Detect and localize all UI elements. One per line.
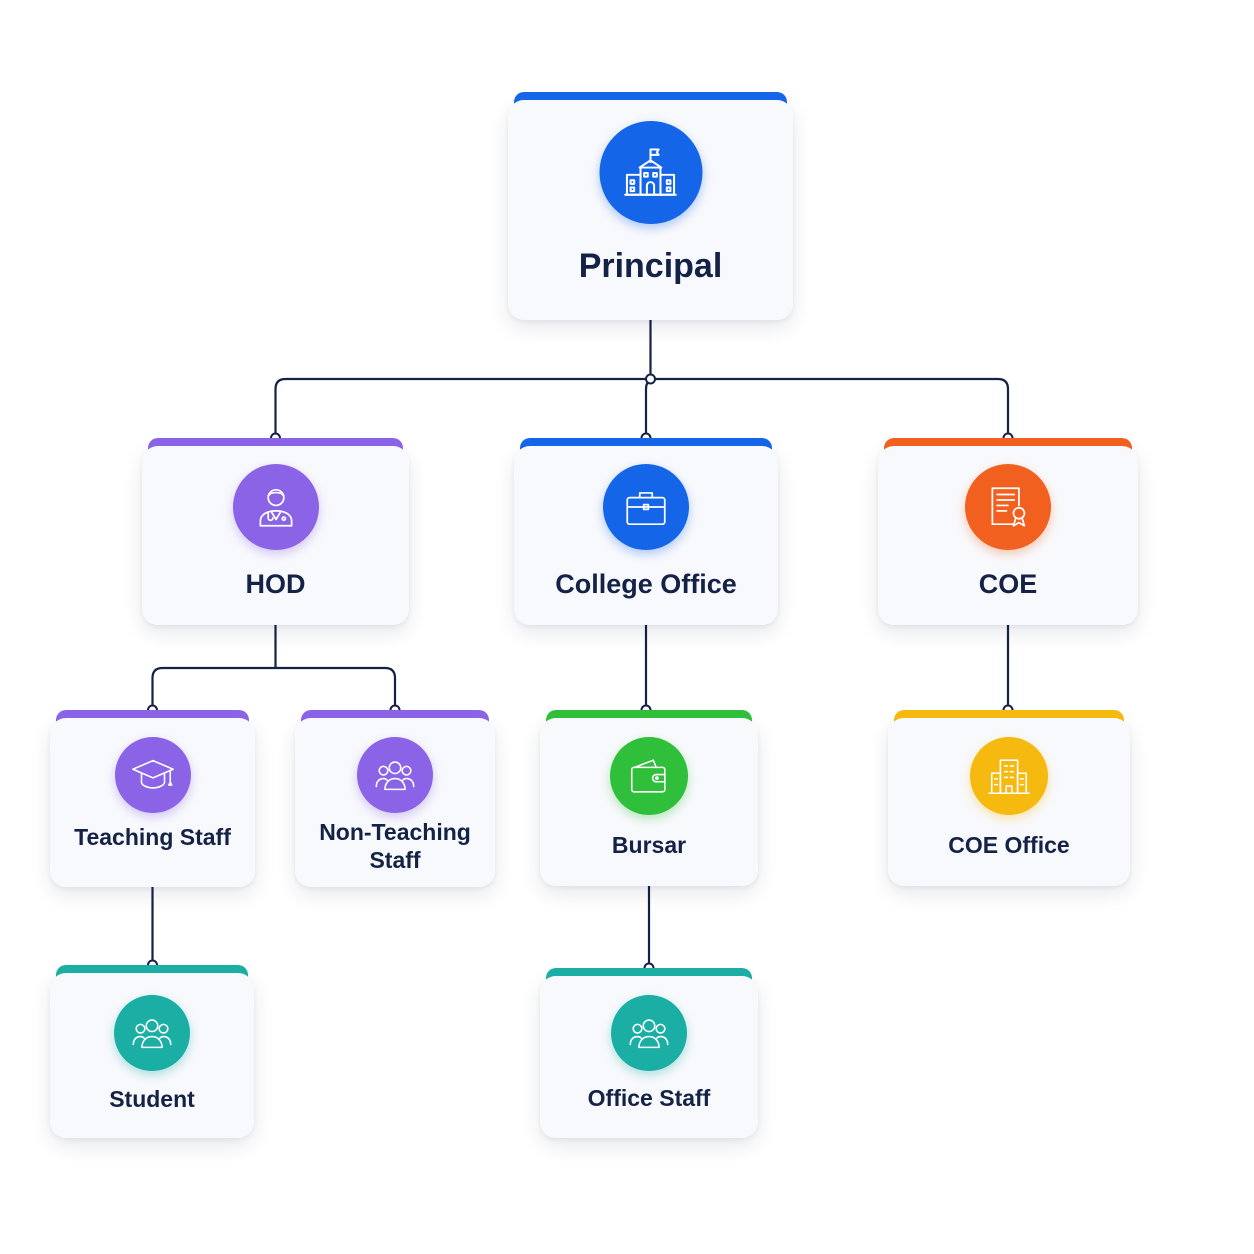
node-college-office: College Office (514, 438, 778, 625)
node-label: Non-Teaching Staff (319, 819, 471, 873)
node-hod: HOD (142, 438, 409, 625)
group-icon (114, 995, 190, 1071)
briefcase-icon (603, 464, 689, 550)
connector-line (644, 377, 658, 438)
node-label: COE (978, 569, 1038, 599)
wallet-icon (610, 737, 688, 815)
node-bursar: Bursar (540, 710, 758, 886)
node-teaching-staff: Teaching Staff (50, 710, 255, 887)
connector-line (650, 377, 1010, 438)
doctor-person-icon (232, 464, 319, 550)
school-building-icon (599, 121, 702, 224)
node-label: HOD (245, 569, 306, 599)
connector-dot (645, 373, 656, 385)
node-coe-office: COE Office (888, 710, 1130, 886)
node-label: Principal (578, 247, 723, 285)
group-icon (357, 737, 433, 813)
office-building-icon (970, 737, 1048, 815)
node-label: Office Staff (587, 1085, 711, 1111)
node-non-teaching-staff: Non-Teaching Staff (295, 710, 495, 887)
node-principal: Principal (508, 92, 793, 320)
node-coe: COE (878, 438, 1138, 625)
graduation-cap-icon (114, 737, 191, 813)
node-label: Student (109, 1086, 195, 1112)
node-label: Bursar (611, 832, 687, 858)
connector-line (275, 666, 397, 710)
certificate-icon (965, 464, 1051, 550)
node-label: Teaching Staff (74, 824, 231, 850)
node-label: COE Office (948, 832, 1070, 858)
node-student: Student (50, 965, 254, 1138)
node-office-staff: Office Staff (540, 968, 758, 1138)
group-icon (611, 995, 687, 1071)
connector-line (151, 666, 276, 710)
connector-line (274, 377, 651, 438)
node-label: College Office (555, 569, 737, 599)
